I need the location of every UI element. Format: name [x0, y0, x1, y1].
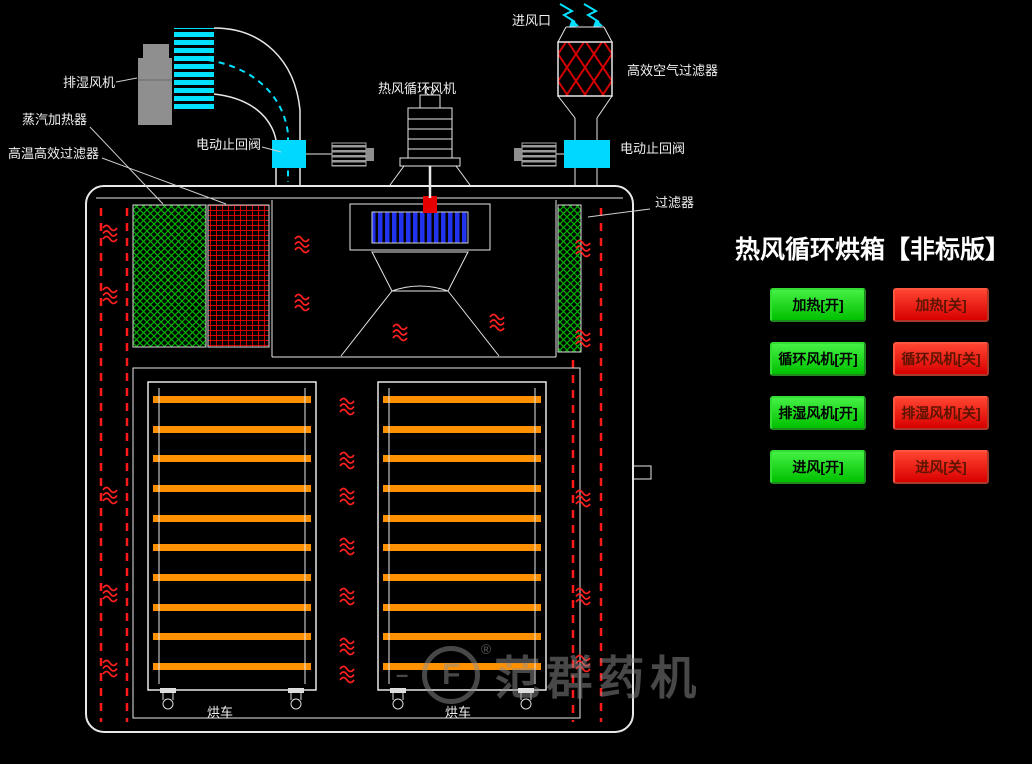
label-filter: 过滤器	[655, 195, 694, 210]
filter-strip	[557, 204, 582, 353]
inlet-flow-arrows	[559, 3, 603, 27]
inlet-duct	[557, 95, 613, 186]
exhaust-coil	[174, 28, 214, 112]
trays-right	[383, 396, 541, 670]
page-title: 热风循环烘箱【非标版】	[735, 236, 1011, 264]
left-heating-channel	[99, 208, 129, 722]
air-inlet-funnel	[557, 26, 613, 43]
circulation-fan-impeller	[340, 203, 500, 357]
dehumidify-fan-on-button[interactable]: 排湿风机[开]	[770, 396, 866, 430]
label-dehumidify-fan: 排湿风机	[63, 75, 115, 90]
fan-shaft-coupling	[423, 196, 437, 213]
drying-cart-right	[377, 381, 547, 691]
control-panel: 热风循环烘箱【非标版】 加热[开] 循环风机[开] 排湿风机[开] 进风[开] …	[735, 230, 1032, 520]
check-valve-left-assembly	[272, 140, 374, 168]
leader-lines	[89, 77, 651, 218]
right-heating-channel	[571, 208, 603, 722]
plenum-walls	[271, 200, 557, 358]
heat-on-button[interactable]: 加热[开]	[770, 288, 866, 322]
air-inlet-off-button[interactable]: 进风[关]	[893, 450, 989, 484]
oven-body	[85, 185, 634, 733]
air-inlet-on-button[interactable]: 进风[开]	[770, 450, 866, 484]
circulation-fan-motor	[389, 86, 471, 198]
high-temp-filter-block	[207, 204, 270, 348]
side-port	[632, 465, 652, 480]
label-air-inlet: 进风口	[512, 13, 551, 28]
drying-cart-left	[147, 381, 317, 691]
label-hepa-filter: 高效空气过滤器	[627, 63, 718, 78]
trays-left	[153, 396, 311, 670]
circulation-fan-off-button[interactable]: 循环风机[关]	[893, 342, 989, 376]
label-high-temp-filter: 高温高效过滤器	[8, 146, 99, 161]
oven-schematic: 排湿风机 蒸汽加热器 高温高效过滤器 电动止回阀 热风循环风机 进风口 高效空气…	[8, 3, 718, 733]
drying-chamber	[132, 367, 581, 719]
exhaust-duct	[213, 27, 301, 186]
label-steam-heater: 蒸汽加热器	[22, 112, 87, 127]
label-hot-air-fan: 热风循环风机	[378, 81, 456, 96]
dehumidify-fan-unit	[138, 44, 172, 125]
label-check-valve-left: 电动止回阀	[196, 137, 261, 152]
check-valve-right-assembly	[514, 140, 610, 168]
steam-heater-block	[132, 204, 207, 348]
exhaust-flow-line	[185, 57, 289, 182]
label-check-valve-right: 电动止回阀	[620, 141, 685, 156]
heat-off-button[interactable]: 加热[关]	[893, 288, 989, 322]
label-cart-right: 烘车	[445, 705, 471, 720]
cart-wheels	[160, 688, 534, 710]
circulation-fan-on-button[interactable]: 循环风机[开]	[770, 342, 866, 376]
dehumidify-fan-off-button[interactable]: 排湿风机[关]	[893, 396, 989, 430]
hepa-filter-box	[557, 41, 613, 97]
label-cart-left: 烘车	[207, 705, 233, 720]
